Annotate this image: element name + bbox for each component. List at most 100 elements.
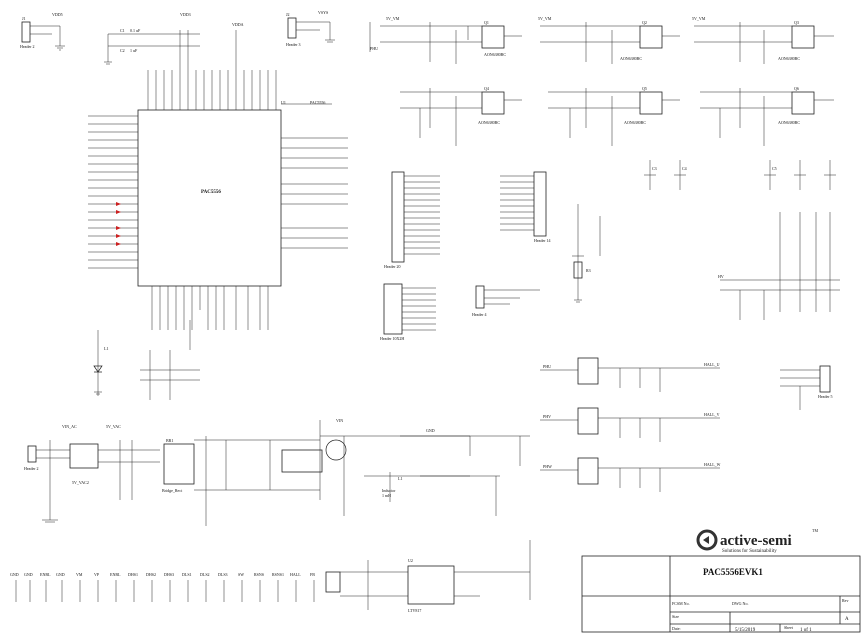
rail-net: GND [426,428,435,433]
logo-tm: TM [812,528,818,533]
header-j3: Header 20 [384,171,440,269]
q3-supply: 5V_VM [692,16,706,21]
cap-c4: C4 [682,166,687,171]
capacitors-top-u1: C1 0.1 uF C2 1 uF VDD3 VDDA [104,12,244,65]
logo-tagline: Solutions for Sustainability [722,549,777,554]
cap-c3: C3 [652,166,657,171]
tp-1: GND [24,572,33,577]
hall-u-phase: PHU [543,364,551,369]
inductor-ref: L1 [398,476,402,481]
u1-left-pins [88,115,138,269]
connector-j2: J2 Header 3 VSYS [286,10,335,47]
date-label: Date: [672,626,681,631]
j4-header: Header 14 [534,238,551,243]
tp-0: GND [10,572,19,577]
sheet-value: 1 of 1 [800,628,812,633]
supply-vdda: VDDA [232,22,244,27]
fcsm-label: FCSM No. [672,601,690,606]
u1-bottom-pins [151,286,269,330]
dwg-label: DWG No. [732,601,748,606]
regulator-caps [140,320,200,400]
q4-ref: Q4 [484,86,489,91]
sense-r: R3 [586,268,591,273]
j3-header: Header 20 [384,264,401,269]
flyback-switch: VIN L1 Inductor 1 mH [281,418,470,516]
rev-label: Rev [842,598,848,603]
supply-vdd5: VDD3 [180,12,191,17]
q2-ref: Q2 [642,20,647,25]
q1-part: AON6380BC [484,52,506,57]
u1-pac5556-ic: PAC5556 U1 PAC5556 [137,100,325,287]
j7-header: Header 5 [818,394,833,399]
j2-supply: VSYS [318,10,328,15]
tp-15: RSNS1 [272,572,284,577]
connector-j8-ac: Header 2 VIN_AC 5V_VAC [24,424,121,523]
tp-5: VP [94,572,100,577]
hall-v-phase: PHV [543,414,551,419]
bulk-capacitors: C3 C4 C5 [644,160,836,190]
mosfet-block-q1: Q1 AON6380BC 5V_VM PHU [369,16,522,64]
cap-c2: C2 [120,48,125,53]
q4-part: AON6380BC [478,120,500,125]
active-semi-logo: active-semi TM Solutions for Sustainabil… [696,528,818,554]
q1-net: PHU [370,46,378,51]
output-rail: GND [400,428,530,516]
mosfet-block-q5: Q5 AON6380BC [548,86,680,146]
u1-ref: U1 [281,100,286,105]
tp-8: DHS2 [146,572,156,577]
u1-body [137,109,282,287]
j2-ref: J2 [286,12,290,17]
q2-supply: 5V_VM [538,16,552,21]
j1-ref: J1 [22,16,26,21]
j1-supply: VDD5 [52,12,63,17]
logo-brand: active-semi [720,533,792,549]
j1-header: Header 2 [20,44,35,49]
mosfet-block-q6: Q6 AON6380BC [700,86,834,146]
mosfet-block-q3: Q3 AON6380BC 5V_VM [692,16,834,64]
ac-filter: 5V_VAC2 [69,440,160,500]
mosfet-block-q2: Q2 AON6380BC 5V_VM [538,16,680,64]
q5-part: AON6380BC [624,120,646,125]
tp-10: DLS1 [182,572,192,577]
tp-16: HALL [290,572,301,577]
optocoupler-u2: U2 LTV817 [325,540,531,613]
u1-right-pins [281,103,348,249]
tp-11: DLS2 [200,572,210,577]
u1-name: PAC5556 [201,190,221,195]
led-indicator: L1 [93,330,108,396]
size-label: Size [672,614,679,619]
u1-top-pins [147,30,277,110]
j8-header: Header 2 [24,466,39,471]
inductor-value2: 1 mH [382,493,391,498]
hall-block-v: PHV HALL_V [540,407,720,442]
tp-3: GND [56,572,65,577]
tp-17: FB [310,572,315,577]
ladder-net: HV [718,274,724,279]
hall-w-net: HALL_W [704,462,721,467]
q1-supply: 5V_VM [386,16,400,21]
ac-filter-net: 5V_VAC2 [72,480,89,485]
ac-in-label: VIN_AC [62,424,77,429]
u1-net: PAC5556 [310,100,325,105]
bridge-part: Bridge_Rect [162,488,183,493]
q5-ref: Q5 [642,86,647,91]
header-j4: Header 14 [500,171,551,243]
hall-w-phase: PHW [543,464,552,469]
u1-signal-arrows [116,202,121,246]
q3-part: AON6380BC [778,56,800,61]
tp-13: SW [238,572,244,577]
connector-j1: J1 Header 2 VDD5 [20,12,65,51]
j2-header: Header 3 [286,42,301,47]
date-value: 5/15/2019 [735,628,756,633]
hall-u-net: HALL_U [704,362,720,367]
switch-net-hv: VIN [336,418,343,423]
hall-block-u: PHU HALL_U [540,357,720,392]
sheet-label: Sheet [784,625,794,630]
ac-5v-label: 5V_VAC [106,424,121,429]
tp-9: DHS3 [164,572,174,577]
bridge-ref: BR1 [166,438,173,443]
logo-mark [696,529,718,551]
q6-part: AON6380BC [778,120,800,125]
test-point-row: GND GND ENBL GND VM VP ENBL DHS1 DHS2 DH… [10,572,315,602]
